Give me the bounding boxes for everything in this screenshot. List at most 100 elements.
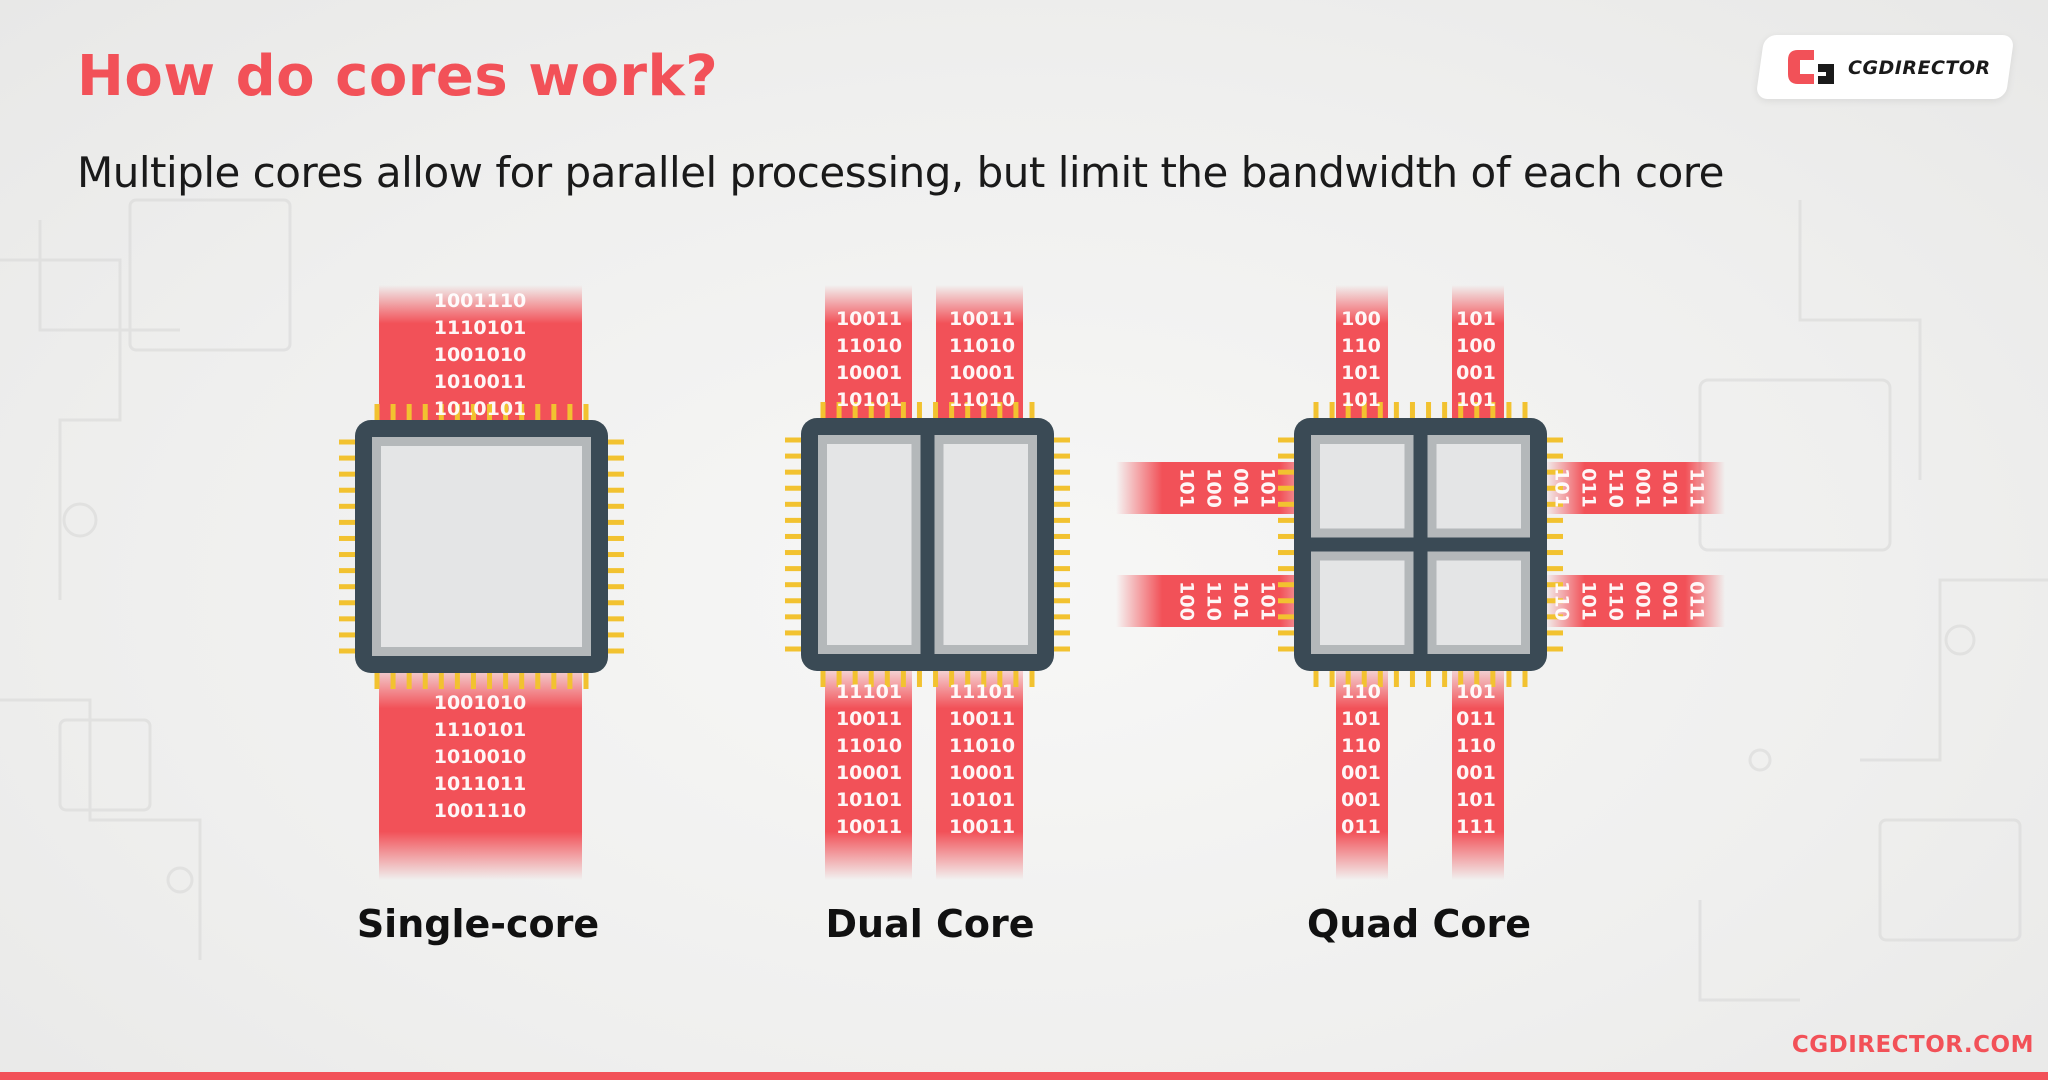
quad-top-bits: 101 bbox=[1456, 389, 1496, 411]
pin bbox=[1474, 667, 1480, 687]
pin bbox=[438, 669, 444, 689]
pin bbox=[503, 404, 509, 424]
quad-right-bits: 001 bbox=[1632, 468, 1654, 508]
dual-bottom-bits: 11010 bbox=[949, 735, 1015, 757]
quad-right-bits: 011 bbox=[1686, 581, 1708, 621]
pin bbox=[1050, 614, 1070, 620]
pin bbox=[997, 667, 1003, 687]
single-bottom-bits: 1001110 bbox=[434, 800, 527, 822]
pin bbox=[836, 667, 842, 687]
pin bbox=[1361, 667, 1367, 687]
quad-bottom-bits: 101 bbox=[1456, 681, 1496, 703]
core-face bbox=[1436, 444, 1521, 529]
dual-bottom-bits: 10001 bbox=[836, 762, 902, 784]
pin bbox=[1426, 667, 1432, 687]
pin bbox=[884, 667, 890, 687]
pin bbox=[916, 667, 922, 687]
dual-bottom-bits: 11101 bbox=[836, 681, 902, 703]
page-title: How do cores work? bbox=[77, 44, 719, 109]
pin bbox=[1442, 667, 1448, 687]
pin bbox=[604, 552, 624, 558]
pin bbox=[339, 487, 359, 493]
pin bbox=[1029, 667, 1035, 687]
pin bbox=[1278, 630, 1298, 636]
pin bbox=[519, 669, 525, 689]
pin bbox=[1278, 566, 1298, 572]
quad-top-bits: 101 bbox=[1341, 389, 1381, 411]
quad-bottom-bits: 101 bbox=[1341, 708, 1381, 730]
pin bbox=[981, 667, 987, 687]
bit-labels: 1001110111010110010101010011101010110010… bbox=[434, 290, 1708, 838]
pin bbox=[1050, 437, 1070, 443]
pin bbox=[604, 616, 624, 622]
pin bbox=[604, 471, 624, 477]
pin bbox=[900, 402, 906, 422]
dual-bottom-stream bbox=[825, 660, 912, 880]
single-top-bits: 1001110 bbox=[434, 290, 527, 312]
quad-bottom-bits: 001 bbox=[1341, 762, 1381, 784]
pin bbox=[933, 402, 939, 422]
pin bbox=[503, 669, 509, 689]
pin bbox=[406, 669, 412, 689]
single-top-bits: 1110101 bbox=[434, 317, 527, 339]
pin bbox=[1278, 550, 1298, 556]
pin bbox=[836, 402, 842, 422]
pin bbox=[785, 469, 805, 475]
pin bbox=[1543, 582, 1563, 588]
pin bbox=[339, 600, 359, 606]
pin bbox=[339, 519, 359, 525]
label-quad-core: Quad Core bbox=[1307, 902, 1531, 946]
pin bbox=[1050, 469, 1070, 475]
pin bbox=[785, 550, 805, 556]
pin bbox=[339, 648, 359, 654]
dual-top-bits: 10001 bbox=[949, 362, 1015, 384]
pin bbox=[470, 669, 476, 689]
pin bbox=[339, 439, 359, 445]
core-face bbox=[827, 444, 912, 645]
pin bbox=[1278, 614, 1298, 620]
label-single-core: Single-core bbox=[356, 902, 600, 946]
pin bbox=[1393, 667, 1399, 687]
dual-top-bits: 10001 bbox=[836, 362, 902, 384]
pin bbox=[997, 402, 1003, 422]
core-face bbox=[1436, 560, 1521, 645]
dual-bottom-bits: 10001 bbox=[949, 762, 1015, 784]
quad-bottom-bits: 001 bbox=[1341, 789, 1381, 811]
pin bbox=[438, 404, 444, 424]
pin bbox=[785, 533, 805, 539]
pin bbox=[868, 402, 874, 422]
pin bbox=[339, 552, 359, 558]
quad-right-stream bbox=[1545, 575, 1725, 627]
pin bbox=[1329, 667, 1335, 687]
pin bbox=[339, 584, 359, 590]
pin bbox=[785, 453, 805, 459]
pin bbox=[454, 669, 460, 689]
pin bbox=[785, 566, 805, 572]
pin bbox=[1345, 667, 1351, 687]
quad-left-bits: 101 bbox=[1230, 581, 1252, 621]
pin bbox=[339, 535, 359, 541]
pin bbox=[1543, 614, 1563, 620]
pin bbox=[1013, 667, 1019, 687]
pin bbox=[583, 669, 589, 689]
quad-right-bits: 110 bbox=[1551, 581, 1573, 621]
quad-right-bits: 101 bbox=[1659, 468, 1681, 508]
pin bbox=[390, 669, 396, 689]
quad-top-bits: 101 bbox=[1341, 362, 1381, 384]
pin bbox=[1050, 598, 1070, 604]
pin bbox=[1278, 582, 1298, 588]
pin bbox=[339, 568, 359, 574]
footer-accent-bar bbox=[0, 1072, 2048, 1080]
pin bbox=[567, 404, 573, 424]
pin bbox=[1278, 437, 1298, 443]
quad-bottom-bits: 011 bbox=[1456, 708, 1496, 730]
pin bbox=[785, 485, 805, 491]
pin bbox=[916, 402, 922, 422]
pin bbox=[1050, 517, 1070, 523]
pin bbox=[965, 402, 971, 422]
logo-wordmark: CGDIRECTOR bbox=[1848, 57, 1991, 79]
pin bbox=[785, 501, 805, 507]
pin bbox=[374, 669, 380, 689]
pin bbox=[551, 404, 557, 424]
pin bbox=[1543, 550, 1563, 556]
